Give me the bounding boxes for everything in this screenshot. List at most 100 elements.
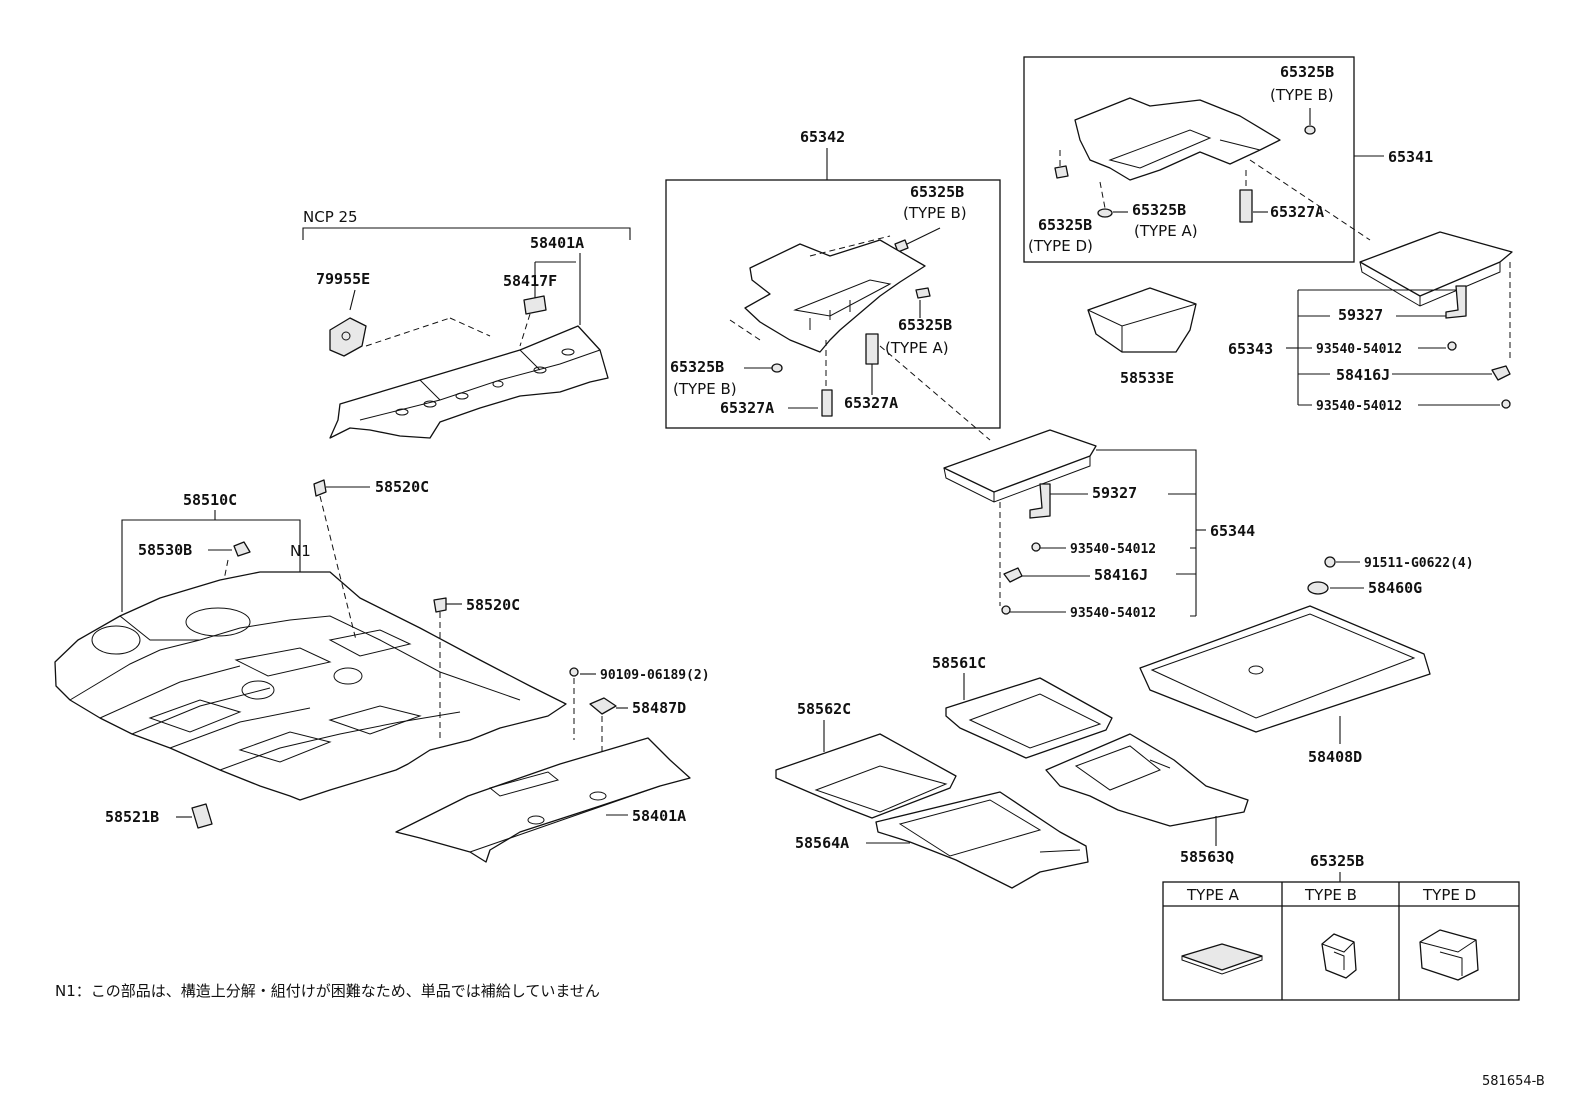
col-type-d: TYPE D	[1422, 886, 1476, 904]
label-58510c: 58510C	[183, 491, 237, 509]
label-59327-r: 59327	[1338, 306, 1383, 324]
footnote-n1: N1：この部品は、構造上分解・組付けが困難なため、単品では補給していません	[55, 982, 600, 1000]
part-58408d	[1139, 605, 1431, 733]
pad-type-ta	[1097, 208, 1113, 218]
label-65344: 65344	[1210, 522, 1255, 540]
part-58417f	[523, 295, 547, 315]
label-58533e: 58533E	[1120, 369, 1174, 387]
part-79955e	[329, 317, 367, 357]
label-58460g: 58460G	[1368, 579, 1422, 597]
label-91511: 91511-G0622(4)	[1364, 556, 1474, 571]
box-65342	[665, 179, 1001, 429]
screw-c1	[1031, 542, 1041, 552]
label-type-b1: (TYPE B)	[903, 204, 967, 222]
part-58563q	[1045, 733, 1249, 827]
label-65343: 65343	[1228, 340, 1273, 358]
pin-65327a-2	[865, 333, 879, 365]
clip-58416j-c	[1003, 567, 1023, 583]
label-58521b: 58521B	[105, 808, 159, 826]
label-58520c-1: 58520C	[375, 478, 429, 496]
label-58401a-top: 58401A	[530, 234, 584, 252]
label-65327a-2: 65327A	[844, 394, 898, 412]
label-type-ta: (TYPE A)	[1134, 222, 1198, 240]
ncp25-label: NCP 25	[303, 208, 358, 226]
group-65341: 65325B (TYPE B) 65341 65325B (TYPE D) 65…	[1023, 56, 1433, 263]
hinge-59327-c	[1029, 483, 1051, 519]
hinge-59327-r	[1445, 285, 1467, 319]
group-58401a-front: 90109-06189(2) 58487D 58401A	[395, 667, 710, 863]
clip-58521b	[191, 803, 213, 829]
pad-type-a-illus	[1181, 943, 1263, 971]
part-65344-board	[943, 429, 1097, 493]
part-58487d	[589, 697, 617, 715]
label-58563q: 58563Q	[1180, 848, 1234, 866]
label-59327-c: 59327	[1092, 484, 1137, 502]
group-65344: 59327 65344 93540-54012 58416J 93540-540…	[943, 429, 1255, 621]
part-65343-board	[1359, 231, 1513, 297]
label-65342: 65342	[800, 128, 845, 146]
label-58520c-2: 58520C	[466, 596, 520, 614]
pad-type-d-illus	[1419, 929, 1479, 981]
label-type-a1: (TYPE A)	[885, 339, 949, 357]
part-58460g	[1307, 581, 1329, 595]
pad-type-b2	[771, 363, 783, 373]
label-65327a-3: 65327A	[1270, 203, 1324, 221]
part-58564a	[875, 791, 1089, 889]
label-58416j-c: 58416J	[1094, 566, 1148, 584]
label-58416j-r: 58416J	[1336, 366, 1390, 384]
col-type-a: TYPE A	[1186, 886, 1240, 904]
label-65325b-ta: 65325B	[1132, 201, 1186, 219]
label-type-d: (TYPE D)	[1028, 237, 1093, 255]
type-table-frame	[1162, 881, 1520, 1001]
label-93540-c1: 93540-54012	[1070, 542, 1156, 557]
label-58561c: 58561C	[932, 654, 986, 672]
part-58401a-rear	[329, 325, 609, 439]
label-65325b-tb: 65325B	[1280, 63, 1334, 81]
group-65342: 65342 65325B (TYPE B) 65325B (TYPE A) 65…	[665, 128, 1001, 441]
label-58562c: 58562C	[797, 700, 851, 718]
bolt-91511	[1324, 556, 1336, 568]
label-58401a-bot: 58401A	[632, 807, 686, 825]
part-58561c	[945, 677, 1113, 759]
part-65341-tray	[1074, 97, 1281, 181]
label-65325b-b2: 65325B	[670, 358, 724, 376]
label-93540-r2: 93540-54012	[1316, 399, 1402, 414]
label-n1: N1	[290, 542, 311, 560]
pad-type-a1	[915, 287, 931, 299]
part-65342-tray	[744, 239, 926, 353]
screw-r1	[1447, 341, 1457, 351]
clip-58520c-2	[433, 597, 447, 613]
box-65341	[1023, 56, 1355, 263]
screw-r2	[1501, 399, 1511, 409]
label-58417f: 58417F	[503, 272, 557, 290]
group-65343: 59327 65343 93540-54012 58416J 93540-540…	[1228, 231, 1513, 414]
pad-type-tb	[1304, 125, 1316, 135]
pin-65327a-3	[1239, 189, 1253, 223]
group-58510c: 58510C 58530B N1 58520C 58520C 58521B	[54, 478, 567, 829]
label-93540-r1: 93540-54012	[1316, 342, 1402, 357]
clip-58520c-1	[313, 479, 327, 497]
label-93540-c2: 93540-54012	[1070, 606, 1156, 621]
label-58408d: 58408D	[1308, 748, 1362, 766]
group-floor-mats: 58561C 58562C 58564A 58563Q 58408D 91511…	[775, 556, 1474, 889]
label-90109: 90109-06189(2)	[600, 668, 710, 683]
label-58564a: 58564A	[795, 834, 849, 852]
label-type-tb: (TYPE B)	[1270, 86, 1334, 104]
label-79955e: 79955E	[316, 270, 370, 288]
screw-c2	[1001, 605, 1011, 615]
label-65327a-1: 65327A	[720, 399, 774, 417]
label-65325b-table: 65325B	[1310, 852, 1364, 870]
ncp25-group: NCP 25 58401A 79955E 58417F	[302, 208, 631, 439]
label-65325b-d: 65325B	[1038, 216, 1092, 234]
pin-65327a-1	[821, 389, 833, 417]
label-65325b-a1: 65325B	[898, 316, 952, 334]
label-type-b2: (TYPE B)	[673, 380, 737, 398]
screw-90109	[569, 667, 579, 677]
group-58533e: 58533E	[1087, 287, 1197, 387]
pad-type-b-illus	[1321, 933, 1357, 979]
part-58401a-front	[395, 737, 691, 863]
part-58562c	[775, 733, 957, 819]
label-58487d: 58487D	[632, 699, 686, 717]
pad-type-d	[1054, 165, 1069, 179]
